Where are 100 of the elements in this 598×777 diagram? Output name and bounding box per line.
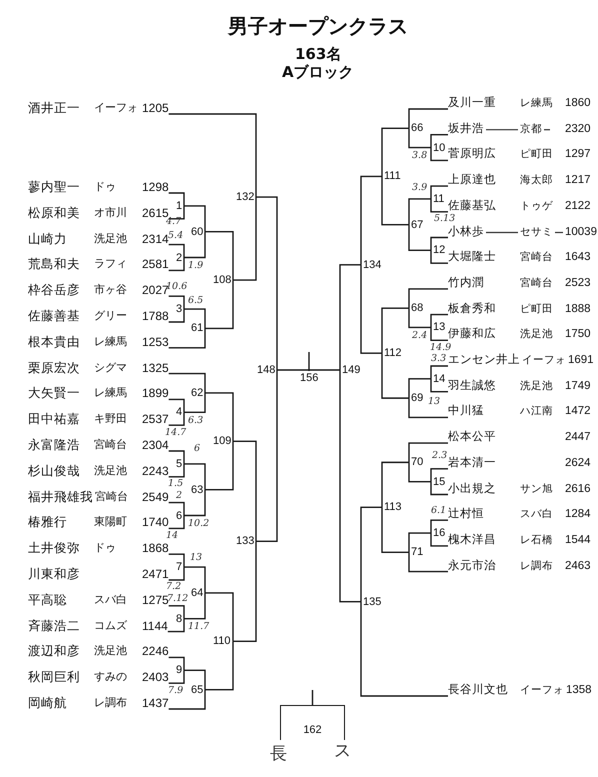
bracket-line	[430, 250, 448, 264]
match-number: 110	[211, 634, 233, 648]
bracket-line	[308, 369, 340, 372]
handwritten-note: 1.5	[168, 479, 184, 489]
bracket-line	[430, 365, 448, 379]
player-name: 岡崎航	[28, 695, 67, 711]
rating: 1750	[565, 327, 591, 342]
rating: 2581	[142, 256, 169, 272]
bracket-line	[184, 392, 206, 413]
player-name: 福井飛雄我	[28, 488, 93, 505]
player-name: 上原達也	[448, 172, 496, 188]
player-name: 大堀隆士	[448, 250, 496, 266]
rating: 1284	[565, 507, 591, 522]
bracket-line	[205, 641, 234, 690]
handwritten-note: 5.13	[434, 214, 456, 224]
bracket-line	[430, 236, 448, 250]
rating: 1888	[565, 302, 591, 317]
club-name: サン旭	[520, 482, 553, 496]
match-number: 6	[174, 508, 184, 522]
bracket-line	[168, 464, 185, 478]
handwritten-note: 13	[428, 397, 440, 407]
club-name: レ練馬	[520, 96, 553, 111]
rating: 2246	[142, 643, 169, 660]
match-number: 61	[189, 321, 206, 336]
bracket-line	[168, 192, 185, 206]
bracket-line	[184, 566, 206, 593]
handwritten-note: 1.9	[188, 261, 204, 271]
bracket-line	[168, 206, 185, 220]
player-name: 川東和彦	[28, 566, 80, 582]
rating: 1217	[565, 173, 591, 188]
handwritten-note: 7.9	[168, 686, 184, 696]
player-name: 佐藤善基	[28, 308, 80, 324]
handwritten-note: 7.12	[167, 594, 188, 604]
bracket-line	[277, 369, 310, 372]
club-name: セサミ	[520, 224, 553, 240]
bracket-line	[381, 176, 409, 226]
club-name: イーフォ	[94, 101, 138, 116]
rating: 2447	[565, 430, 591, 446]
bracket-line	[233, 440, 257, 542]
rating: 10039	[565, 224, 597, 240]
bracket-line	[184, 205, 206, 232]
player-name: 杉山俊哉	[28, 462, 80, 479]
rating: 1749	[565, 378, 591, 394]
player-name: 小出規之	[448, 481, 496, 496]
club-name: 宮崎台	[520, 276, 553, 291]
player-name: エンセン井上	[448, 352, 520, 368]
bracket-line	[168, 258, 185, 272]
match-number: 133	[234, 534, 256, 548]
rating: 1788	[142, 308, 169, 324]
club-name: オ市川	[94, 206, 127, 221]
bracket-line	[168, 618, 185, 632]
handwritten-note: 2.3	[432, 451, 448, 461]
player-name: 小林歩	[448, 224, 484, 240]
match-number: 71	[409, 545, 426, 560]
handwritten-note: 10.6	[166, 282, 188, 292]
bracket-line	[168, 372, 206, 393]
handwritten-note: 3.3	[431, 354, 446, 364]
club-name: 市ヶ谷	[94, 282, 127, 298]
match-number: 11	[431, 192, 446, 206]
rating: 1860	[565, 96, 591, 111]
entry-count: 163名	[295, 46, 342, 63]
club-name: コムズ	[94, 618, 127, 634]
bracket-line	[430, 520, 448, 534]
bracket-line	[168, 656, 185, 670]
player-name: 田中祐嘉	[28, 411, 80, 428]
club-name: 海太郎	[520, 173, 553, 188]
bracket-line	[408, 398, 448, 418]
rating: 2616	[565, 482, 591, 496]
bracket-line	[430, 533, 448, 547]
bracket-line	[381, 128, 409, 176]
player-name: 伊藤和広	[448, 326, 496, 342]
match-number: 112	[382, 346, 404, 360]
player-name: 酒井正一	[28, 100, 80, 116]
player-name: 坂井浩	[448, 122, 484, 137]
handwritten-note: 6.3	[188, 416, 204, 426]
match-number: 156	[298, 371, 320, 385]
bracket-line	[256, 196, 278, 370]
club-name: 洗足池	[94, 232, 127, 247]
player-name: 岩本清一	[448, 456, 496, 471]
bracket-line	[408, 198, 431, 225]
rating: 1205	[142, 100, 169, 116]
rating: 1899	[142, 385, 169, 402]
match-number: 134	[361, 258, 384, 272]
rating: 2537	[142, 411, 169, 428]
club-name: グリー	[94, 309, 127, 324]
club-name: ドゥ	[94, 541, 116, 556]
handwritten-note: 14.9	[430, 343, 452, 353]
bracket-line	[430, 148, 448, 162]
match-number: 135	[361, 594, 384, 609]
player-name: 荒島和夫	[28, 256, 80, 272]
match-number: 13	[431, 320, 448, 334]
match-number: 10	[431, 140, 448, 155]
bracket-line	[205, 392, 234, 442]
match-number: 111	[382, 169, 403, 184]
rating: 2463	[565, 558, 591, 574]
club-name: 宮崎台	[520, 250, 553, 266]
handwritten-note: 14.7	[165, 428, 186, 438]
match-number: 16	[431, 526, 448, 540]
rating: 1144	[142, 618, 168, 634]
bracket-line	[339, 370, 361, 602]
